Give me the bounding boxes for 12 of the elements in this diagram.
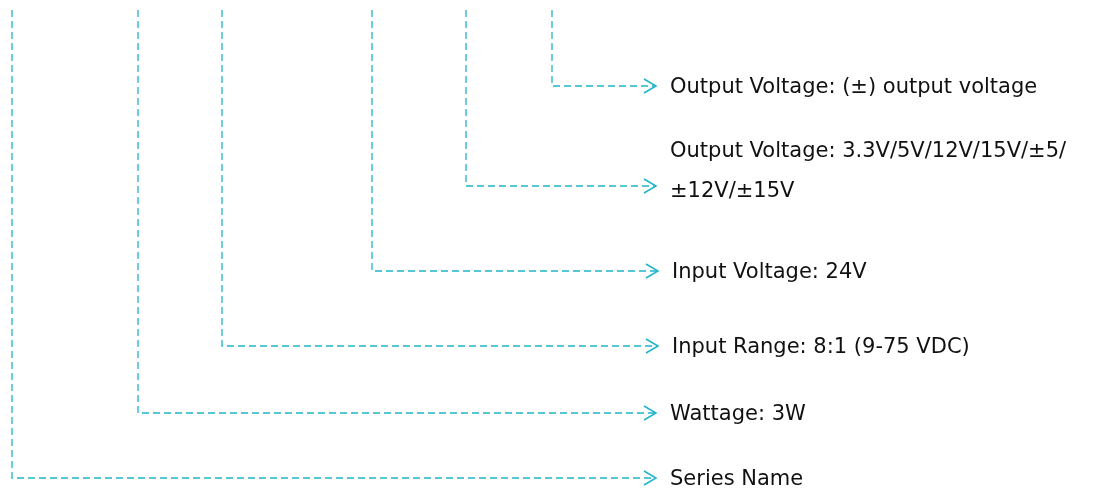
- spec-label: Input Range: 8:1 (9-75 VDC): [672, 323, 1092, 369]
- leader-arrow: [11, 9, 657, 486]
- spec-label: Output Voltage: (±) output voltage: [670, 63, 1090, 109]
- leader-arrow: [551, 9, 657, 94]
- spec-label: Series Name: [670, 455, 1090, 491]
- leader-arrow: [371, 9, 659, 279]
- spec-label: Input Voltage: 24V: [672, 248, 1092, 294]
- leader-arrow: [137, 9, 657, 421]
- spec-label: Wattage: 3W: [670, 390, 1090, 436]
- spec-label: Output Voltage: 3.3V/5V/12V/15V/±5/±12V/±15V: [670, 130, 1070, 210]
- leader-arrow: [221, 9, 659, 354]
- leader-arrow: [465, 9, 657, 194]
